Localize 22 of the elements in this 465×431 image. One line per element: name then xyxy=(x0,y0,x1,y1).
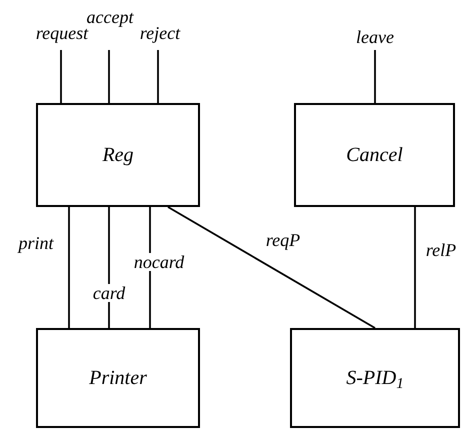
process-box xyxy=(290,328,460,428)
connector-line xyxy=(414,207,416,328)
edge-label: reqP xyxy=(264,231,302,249)
process-box xyxy=(294,103,455,207)
connector-line xyxy=(157,50,159,103)
connector-line xyxy=(108,50,110,103)
edge-label: card xyxy=(92,284,126,302)
edge-label: print xyxy=(18,234,54,252)
box-label: Cancel xyxy=(346,145,403,165)
connector-line xyxy=(68,207,70,328)
edge-label: relP xyxy=(424,241,458,259)
connector-line xyxy=(168,206,376,329)
box-label: Printer xyxy=(89,368,147,388)
edge-label: leave xyxy=(355,28,395,46)
edge-label: reject xyxy=(138,24,182,42)
connector-line xyxy=(60,50,62,103)
box-label: Reg xyxy=(102,145,134,165)
process-box xyxy=(36,328,200,428)
box-label: S-PID$_{1}$ xyxy=(346,368,404,388)
process-box xyxy=(36,103,200,207)
edge-label: nocard xyxy=(132,253,186,271)
connector-line xyxy=(374,50,376,103)
